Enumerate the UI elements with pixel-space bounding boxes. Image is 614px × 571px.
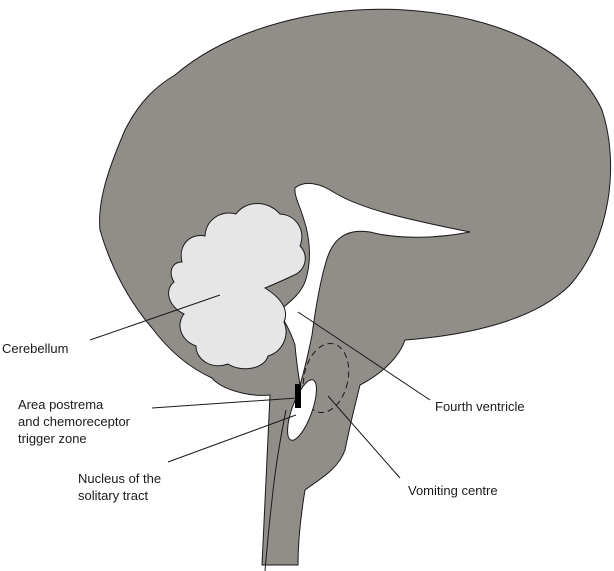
label-area-postrema-line3: trigger zone [18, 431, 87, 446]
label-fourth-ventricle-text: Fourth ventricle [435, 399, 525, 414]
vomiting-centre-zone [302, 342, 350, 414]
label-area-postrema-line1: Area postrema [18, 397, 104, 412]
fourth-ventricle-cavity [277, 182, 471, 386]
nucleus-solitary-tract-shape [287, 379, 317, 441]
label-nucleus-solitary-tract: Nucleus of the solitary tract [78, 470, 161, 504]
label-vomiting-centre: Vomiting centre [408, 482, 498, 499]
area-postrema-mark [295, 384, 301, 408]
label-area-postrema: Area postrema and chemoreceptor trigger … [18, 396, 130, 447]
brain-outline [99, 8, 612, 566]
label-nucleus-line2: solitary tract [78, 488, 149, 503]
leader-line-vomiting-centre [327, 395, 401, 479]
central-canal [264, 409, 287, 571]
label-fourth-ventricle: Fourth ventricle [435, 398, 525, 415]
leader-line-area-postrema [151, 397, 298, 409]
label-cerebellum: Cerebellum [2, 340, 68, 357]
leader-line-nucleus [167, 414, 297, 463]
label-cerebellum-text: Cerebellum [2, 341, 69, 356]
leader-line-fourth-ventricle [297, 311, 431, 401]
leader-line-cerebellum [89, 294, 221, 341]
cerebellum-shape [168, 203, 306, 370]
label-area-postrema-line2: and chemoreceptor [18, 414, 131, 429]
label-nucleus-line1: Nucleus of the [78, 471, 162, 486]
label-vomiting-centre-text: Vomiting centre [408, 483, 498, 498]
